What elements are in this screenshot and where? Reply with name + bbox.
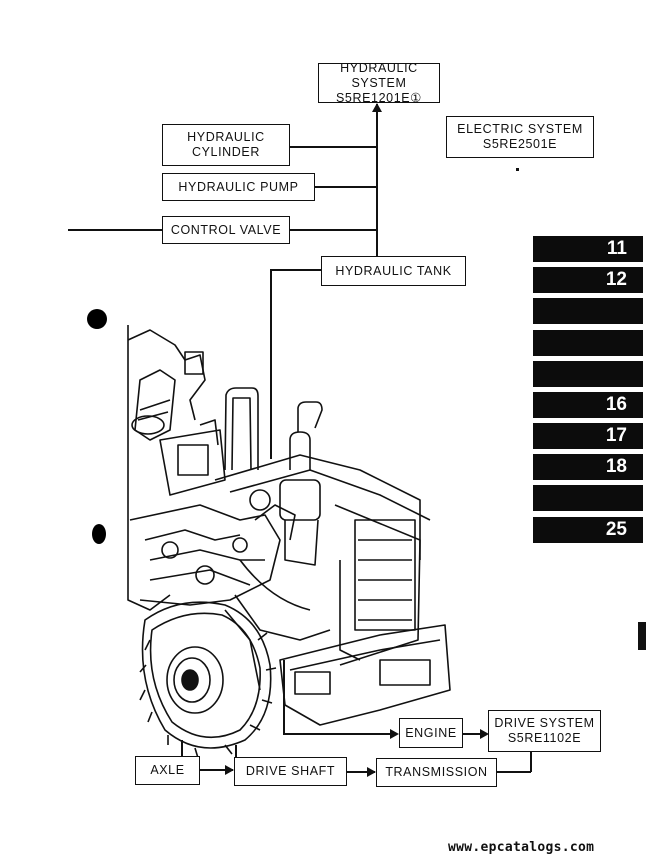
index-tab-18[interactable]: 18 [533,454,643,480]
connector-line [270,269,272,459]
index-tab-17[interactable]: 17 [533,423,643,449]
index-tab-blank[interactable] [533,361,643,387]
index-tab-12[interactable]: 12 [533,267,643,293]
hydraulic-system-box[interactable]: HYDRAULIC SYSTEM S5RE1201E① [318,60,440,105]
arrow-head-up [372,103,382,112]
connector-line [376,104,378,256]
index-tab-25[interactable]: 25 [533,517,643,543]
binder-hole [92,524,106,544]
index-tab-16[interactable]: 16 [533,392,643,418]
connector-line [181,740,183,770]
footer-url[interactable]: www.epcatalogs.com [448,840,595,855]
index-tab-blank[interactable] [533,330,643,356]
connector-line [283,660,285,733]
index-tab-blank[interactable] [533,485,643,511]
control-valve-label: CONTROL VALVE [170,222,282,237]
transmission-box[interactable]: TRANSMISSION [376,758,497,787]
drive-system-box[interactable]: DRIVE SYSTEM S5RE1102E [488,710,601,752]
connector-line [283,733,397,735]
electric-system-code: S5RE2501E [482,137,558,151]
hydraulic-pump-box[interactable]: HYDRAULIC PUMP [162,173,315,201]
index-tab-blank[interactable] [533,298,643,324]
connector-line [290,146,377,148]
index-tab-11[interactable]: 11 [533,236,643,262]
axle-box[interactable]: AXLE [135,756,200,785]
arrow-head-right [390,729,399,739]
hydraulic-tank-label: HYDRAULIC TANK [335,263,452,278]
connector-line [347,771,375,773]
drive-system-code: S5RE1102E [507,731,582,745]
electric-system-box[interactable]: ELECTRIC SYSTEM S5RE2501E [446,116,594,158]
dot-mark [516,168,519,171]
control-valve-box[interactable]: CONTROL VALVE [162,216,290,244]
arrow-head-right [225,765,234,775]
connector-line [200,769,233,771]
connector-line [462,733,487,735]
hydraulic-cylinder-box[interactable]: HYDRAULIC CYLINDER [162,124,290,166]
hydraulic-system-code: S5RE1201E① [335,90,422,105]
hydraulic-tank-box[interactable]: HYDRAULIC TANK [321,256,466,286]
connector-line [290,229,377,231]
hydraulic-pump-label: HYDRAULIC PUMP [178,179,299,194]
drive-system-label: DRIVE SYSTEM [494,716,595,730]
hydraulic-cylinder-label-2: CYLINDER [191,145,260,159]
transmission-label: TRANSMISSION [385,765,488,779]
binder-hole [87,309,107,329]
axle-label: AXLE [150,763,185,777]
electric-system-label: ELECTRIC SYSTEM [457,122,583,136]
hydraulic-system-label: HYDRAULIC SYSTEM [340,60,418,90]
connector-line [315,186,377,188]
connector-line [497,771,531,773]
page-edge-mark [638,622,646,650]
connector-line [68,229,162,231]
engine-label: ENGINE [405,725,457,740]
arrow-head-right [367,767,376,777]
connector-line [270,269,321,271]
drive-shaft-label: DRIVE SHAFT [245,764,336,778]
engine-box[interactable]: ENGINE [399,718,463,748]
arrow-head-right [480,729,489,739]
connector-line [530,751,532,772]
hydraulic-cylinder-label-1: HYDRAULIC [187,130,265,144]
drive-shaft-box[interactable]: DRIVE SHAFT [234,757,347,786]
